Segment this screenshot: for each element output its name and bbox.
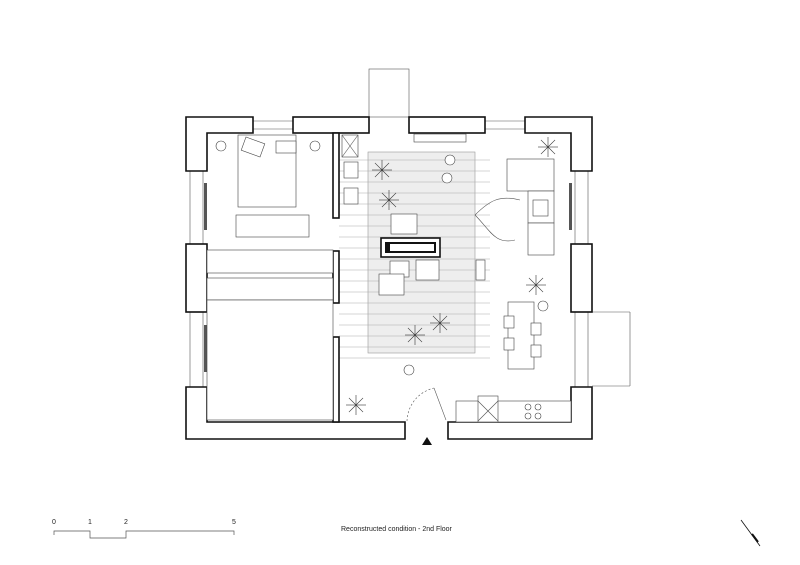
- sofa: [506, 158, 555, 192]
- bed-2-outline: [206, 299, 334, 421]
- scale-label-5: 5: [232, 519, 236, 526]
- plant-icon: [430, 313, 450, 333]
- chimney: [368, 68, 410, 118]
- entry-door-swing: [406, 387, 435, 422]
- scale-label-2: 2: [124, 519, 128, 526]
- plant-icon: [526, 275, 546, 295]
- wardrobe-bottom: [206, 277, 334, 301]
- wardrobe-top: [206, 249, 334, 274]
- plant-icon: [405, 325, 425, 345]
- drawing-caption: Reconstructed condition - 2nd Floor: [341, 526, 452, 533]
- windows: [189, 120, 589, 387]
- bedroom-furniture: [206, 134, 334, 421]
- plant-icon: [538, 137, 558, 157]
- kitchen-counter: [455, 400, 572, 423]
- scale-bar: [53, 530, 235, 539]
- plant-icon: [379, 190, 399, 210]
- balcony-outline: [592, 311, 631, 387]
- bench: [235, 214, 310, 238]
- plant-icon: [346, 395, 366, 415]
- triangle-up-icon: [422, 437, 432, 445]
- scale-label-1: 1: [88, 519, 92, 526]
- north-arrow-icon: [740, 519, 761, 547]
- scale-label-0: 0: [52, 519, 56, 526]
- radiators: [204, 183, 572, 372]
- dining-table: [507, 301, 535, 370]
- plant-icon: [372, 160, 392, 180]
- living-furniture: [341, 133, 572, 423]
- plants: [346, 137, 558, 415]
- walls: [185, 116, 593, 440]
- bookshelf: [413, 133, 467, 143]
